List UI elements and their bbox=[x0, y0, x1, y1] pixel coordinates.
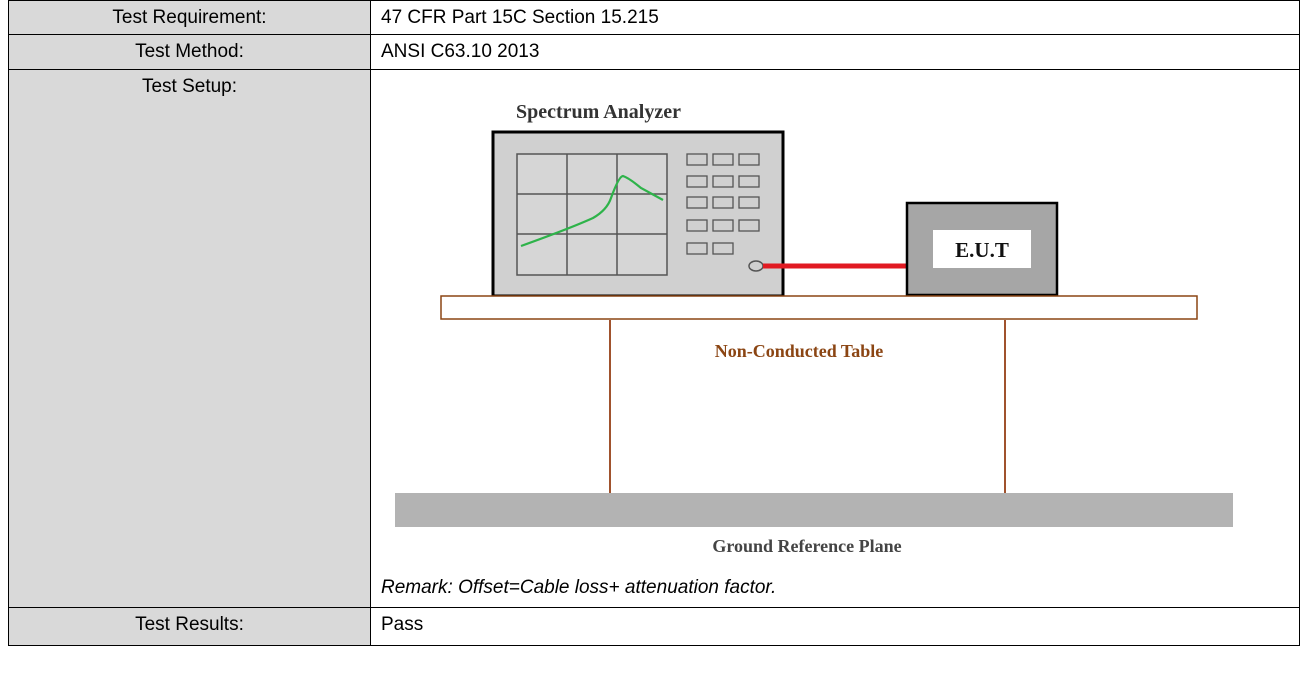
row-label: Test Results: bbox=[8, 607, 371, 646]
remark-text: Remark: Offset=Cable loss+ attenuation f… bbox=[381, 577, 777, 598]
row-label: Test Requirement: bbox=[8, 0, 371, 35]
test-info-table: Test Requirement: 47 CFR Part 15C Sectio… bbox=[8, 0, 1300, 646]
analyzer-button bbox=[712, 175, 734, 188]
spectrum-trace bbox=[520, 174, 664, 248]
row-label: Test Setup: bbox=[8, 69, 371, 608]
table-row: Test Results: Pass bbox=[8, 607, 1300, 646]
row-label: Test Method: bbox=[8, 34, 371, 70]
analyzer-buttons bbox=[686, 153, 760, 255]
table-label: Non-Conducted Table bbox=[715, 341, 884, 361]
analyzer-label: Spectrum Analyzer bbox=[516, 101, 681, 123]
table-row: Test Method: ANSI C63.10 2013 bbox=[8, 34, 1300, 70]
analyzer-screen bbox=[516, 153, 668, 276]
test-setup-cell: Spectrum Analyzer bbox=[370, 69, 1300, 608]
analyzer-button bbox=[686, 196, 708, 209]
analyzer-button bbox=[712, 153, 734, 166]
analyzer-button bbox=[738, 219, 760, 232]
analyzer-button bbox=[738, 175, 760, 188]
analyzer-button bbox=[738, 196, 760, 209]
analyzer-button bbox=[712, 242, 734, 255]
ground-reference-plane bbox=[395, 493, 1233, 527]
analyzer-button bbox=[738, 153, 760, 166]
value-text: Pass bbox=[381, 614, 424, 635]
ground-label: Ground Reference Plane bbox=[712, 536, 901, 556]
rf-port bbox=[748, 260, 764, 272]
table-row: Test Setup: Spectrum Analyzer bbox=[8, 69, 1300, 608]
value-text: 47 CFR Part 15C Section 15.215 bbox=[381, 7, 659, 28]
table-row: Test Requirement: 47 CFR Part 15C Sectio… bbox=[8, 0, 1300, 35]
non-conducted-table-top bbox=[440, 295, 1198, 320]
label-text: Test Method: bbox=[135, 41, 244, 62]
test-setup-diagram: Spectrum Analyzer bbox=[395, 101, 1233, 556]
row-value: Pass bbox=[370, 607, 1300, 646]
value-text: ANSI C63.10 2013 bbox=[381, 41, 540, 62]
analyzer-button bbox=[686, 242, 708, 255]
eut-label: E.U.T bbox=[955, 238, 1009, 262]
row-value: 47 CFR Part 15C Section 15.215 bbox=[370, 0, 1300, 35]
analyzer-button bbox=[686, 175, 708, 188]
analyzer-button bbox=[686, 153, 708, 166]
label-text: Test Requirement: bbox=[112, 7, 267, 28]
analyzer-button bbox=[712, 196, 734, 209]
label-text: Test Results: bbox=[135, 614, 244, 635]
row-value: ANSI C63.10 2013 bbox=[370, 34, 1300, 70]
analyzer-button bbox=[712, 219, 734, 232]
eut-label-bg bbox=[933, 230, 1031, 268]
analyzer-button bbox=[686, 219, 708, 232]
label-text: Test Setup: bbox=[141, 76, 238, 97]
